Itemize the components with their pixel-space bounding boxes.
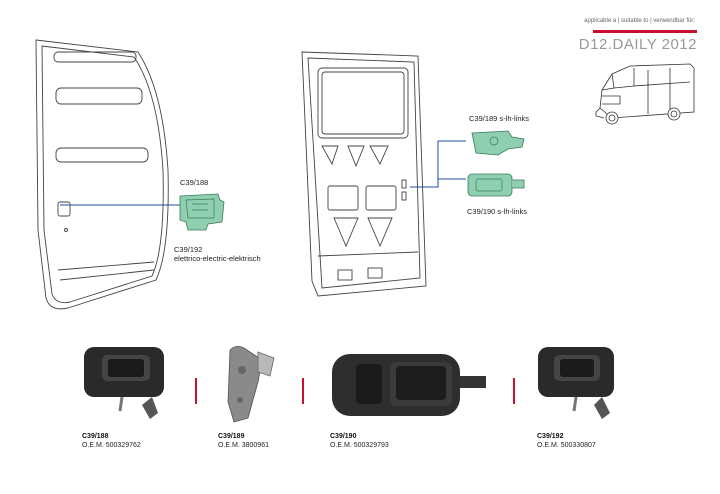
callout-c39-192: C39/192 bbox=[174, 245, 203, 254]
part-c39-189-icon bbox=[471, 130, 525, 156]
product-c39-189: C39/189 O.E.M. 3800961 bbox=[218, 432, 269, 450]
side-door-drawing-icon bbox=[35, 39, 169, 310]
product-oem: O.E.M. 3800961 bbox=[218, 442, 269, 449]
part-c39-188-icon bbox=[179, 193, 225, 231]
van-drawing-icon bbox=[595, 63, 695, 125]
product-code: C39/190 bbox=[330, 433, 357, 440]
part-c39-190-icon bbox=[467, 173, 525, 197]
model-title: D12.DAILY 2012 bbox=[578, 36, 697, 53]
callout-c39-189: C39/189 s-lh-links bbox=[469, 114, 530, 123]
separator-3 bbox=[513, 378, 515, 404]
product-c39-188: C39/188 O.E.M. 500329762 bbox=[82, 432, 141, 450]
long-handle-photo-icon bbox=[332, 354, 486, 416]
callout-c39-188: C39/188 bbox=[180, 178, 209, 187]
product-code: C39/188 bbox=[82, 433, 109, 440]
callout-line-side bbox=[60, 204, 180, 206]
callout-c39-190: C39/190 s-lh-links bbox=[467, 207, 528, 216]
product-code: C39/189 bbox=[218, 433, 245, 440]
door-handle-photo-icon bbox=[84, 347, 164, 419]
separator-2 bbox=[302, 378, 304, 404]
striker-latch-photo-icon bbox=[227, 346, 275, 423]
electric-handle-photo-icon bbox=[538, 347, 614, 419]
callout-c39-192-desc: elettrico-electric-elektrisch bbox=[174, 254, 261, 263]
applicable-text: applicable a | suitable to | verwendbar … bbox=[584, 18, 695, 24]
separator-1 bbox=[195, 378, 197, 404]
callout-line-rear bbox=[410, 140, 466, 188]
product-oem: O.E.M. 500329762 bbox=[82, 442, 141, 449]
product-code: C39/192 bbox=[537, 433, 564, 440]
header-red-rule bbox=[593, 30, 697, 33]
product-c39-190: C39/190 O.E.M. 500329793 bbox=[330, 432, 389, 450]
product-oem: O.E.M. 500329793 bbox=[330, 442, 389, 449]
product-c39-192: C39/192 O.E.M. 500330807 bbox=[537, 432, 596, 450]
rear-door-drawing-icon bbox=[301, 51, 427, 297]
product-oem: O.E.M. 500330807 bbox=[537, 442, 596, 449]
